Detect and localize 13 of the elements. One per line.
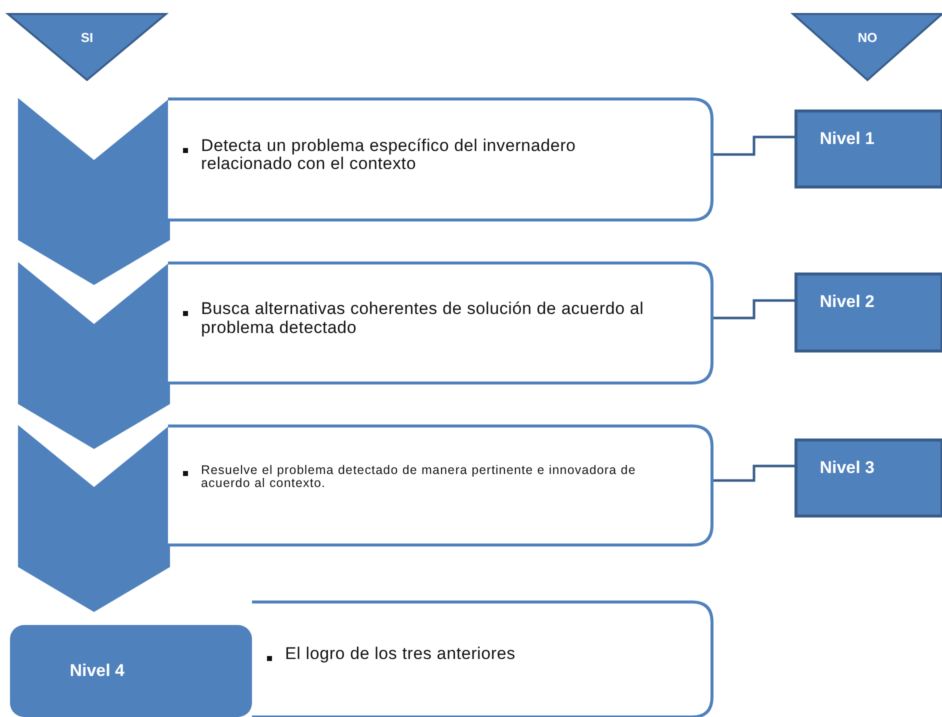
answer-label: NO [856, 30, 878, 45]
connector-line [712, 136, 796, 156]
level-label: Nivel 4 [68, 661, 126, 681]
criterion-text: El logro de los tres anteriores [285, 644, 516, 664]
criterion-text: Busca alternativas coherentes de solución de acuerdo al problema detectado [201, 300, 645, 338]
answer-label: SI [80, 30, 94, 45]
level-label: Nivel 2 [818, 292, 876, 312]
connector-line [712, 464, 796, 482]
level-label: Nivel 3 [818, 458, 876, 478]
criterion-text: Resuelve el problema detectado de manera pertinente e innovadora de acuerdo al contexto. [201, 464, 637, 491]
connector-line [712, 299, 796, 320]
level-label: Nivel 1 [818, 129, 876, 149]
criterion-text: Detecta un problema específico del invernadero relacionado con el contexto [201, 136, 577, 174]
